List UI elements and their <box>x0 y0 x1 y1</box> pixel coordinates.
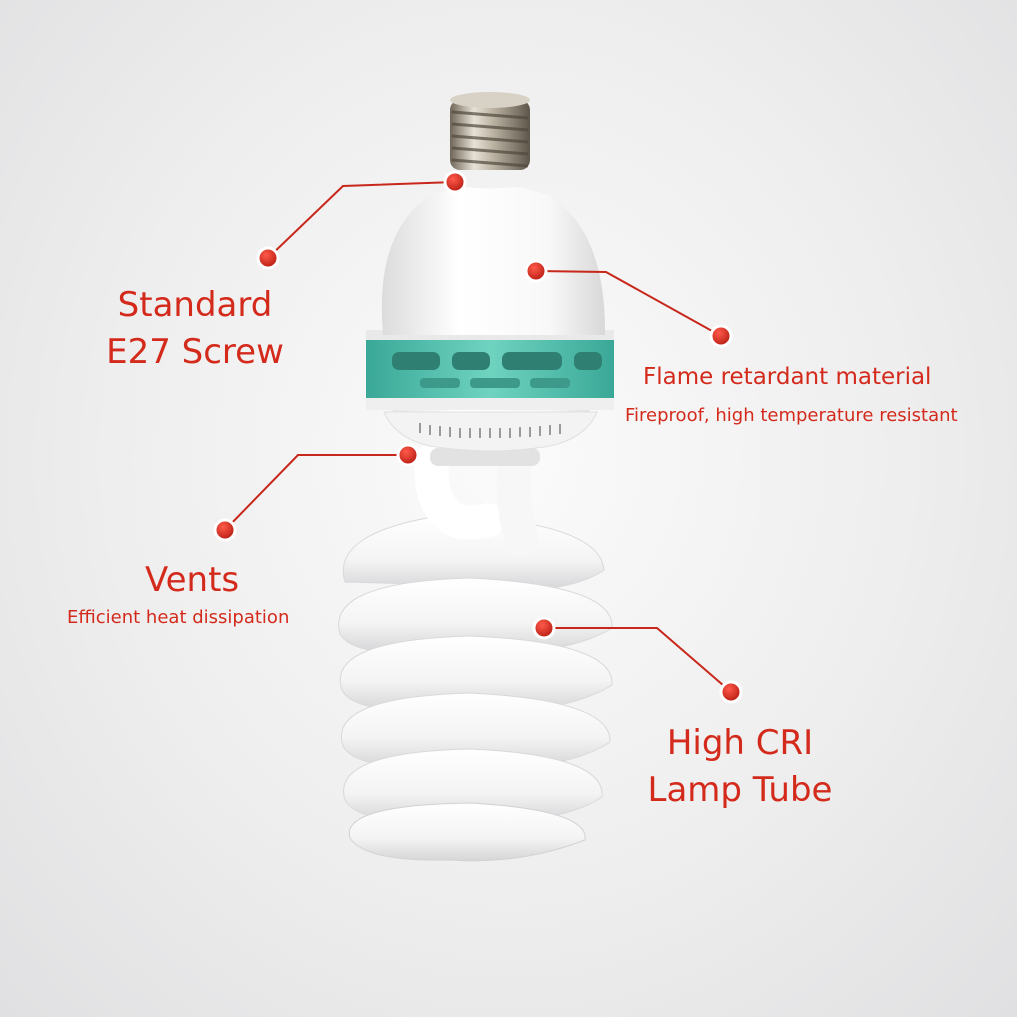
flame-label-title: Flame retardant material <box>643 364 932 390</box>
screw-label-dot <box>256 246 280 270</box>
tube-label-dot <box>719 680 743 704</box>
tube-anchor-dot <box>532 616 556 640</box>
callout-dots <box>213 170 743 704</box>
tube-label: High CRI Lamp Tube <box>630 720 850 814</box>
flame-label-subtitle: Fireproof, high temperature resistant <box>625 405 958 426</box>
callout-lines <box>224 181 732 693</box>
vents-label-title: Vents <box>145 560 240 600</box>
vents-label-dot <box>213 518 237 542</box>
screw-anchor-dot <box>443 170 467 194</box>
screw-cap <box>440 92 540 189</box>
screw-label-line1: Standard <box>117 285 273 325</box>
screw-label-line2: E27 Screw <box>106 332 284 372</box>
lamp-base <box>366 185 614 466</box>
tube-label-line1: High CRI <box>666 723 814 763</box>
screw-label: Standard E27 Screw <box>95 282 295 376</box>
flame-anchor-dot <box>524 259 548 283</box>
spiral-tube <box>338 443 613 862</box>
vents-anchor-dot <box>396 443 420 467</box>
flame-label-dot <box>709 324 733 348</box>
vents-label-subtitle: Efficient heat dissipation <box>67 607 290 628</box>
tube-label-line2: Lamp Tube <box>647 770 833 810</box>
